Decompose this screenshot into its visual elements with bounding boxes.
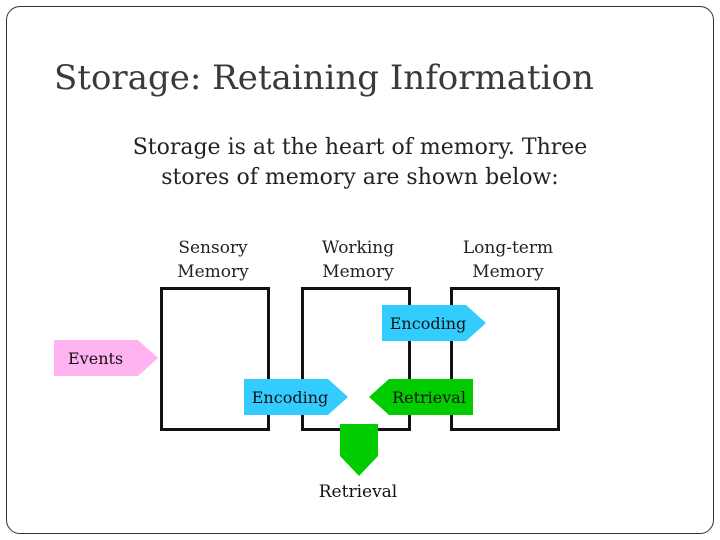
- longterm-memory-label: Long-term Memory: [448, 236, 568, 284]
- sensory-memory-box: [160, 287, 270, 431]
- retrieval-arrow-left: Retrieval: [369, 379, 473, 415]
- working-label-line1: Working: [321, 238, 395, 258]
- longterm-label-line2: Memory: [472, 262, 544, 282]
- working-memory-label: Working Memory: [298, 236, 418, 284]
- encoding-arrow-bottom: Encoding: [244, 379, 348, 415]
- body-line-2: stores of memory are shown below:: [161, 165, 559, 190]
- retrieval-arrow-left-label: Retrieval: [392, 387, 466, 407]
- longterm-label-line1: Long-term: [462, 238, 554, 258]
- slide-body: Storage is at the heart of memory. Three…: [0, 133, 720, 193]
- retrieval-arrow-left-shape: [369, 379, 473, 415]
- retrieval-arrow-down-shape: [340, 424, 378, 476]
- encoding-arrow-top-label: Encoding: [389, 313, 467, 333]
- encoding-arrow-top: Encoding: [382, 305, 486, 341]
- body-line-1: Storage is at the heart of memory. Three: [132, 135, 588, 160]
- sensory-label-line2: Memory: [177, 262, 249, 282]
- retrieval-arrow-down: [340, 424, 378, 476]
- retrieval-arrow-down-label: Retrieval: [318, 482, 398, 502]
- encoding-arrow-top-shape: [382, 305, 486, 341]
- working-label-line2: Memory: [322, 262, 394, 282]
- events-arrow-shape: [54, 340, 158, 376]
- encoding-arrow-bottom-label: Encoding: [251, 387, 329, 407]
- events-arrow: Events: [54, 340, 158, 376]
- slide-title: Storage: Retaining Information: [54, 58, 594, 98]
- sensory-memory-label: Sensory Memory: [153, 236, 273, 284]
- sensory-label-line1: Sensory: [178, 238, 248, 258]
- events-arrow-label: Events: [68, 348, 124, 368]
- encoding-arrow-bottom-shape: [244, 379, 348, 415]
